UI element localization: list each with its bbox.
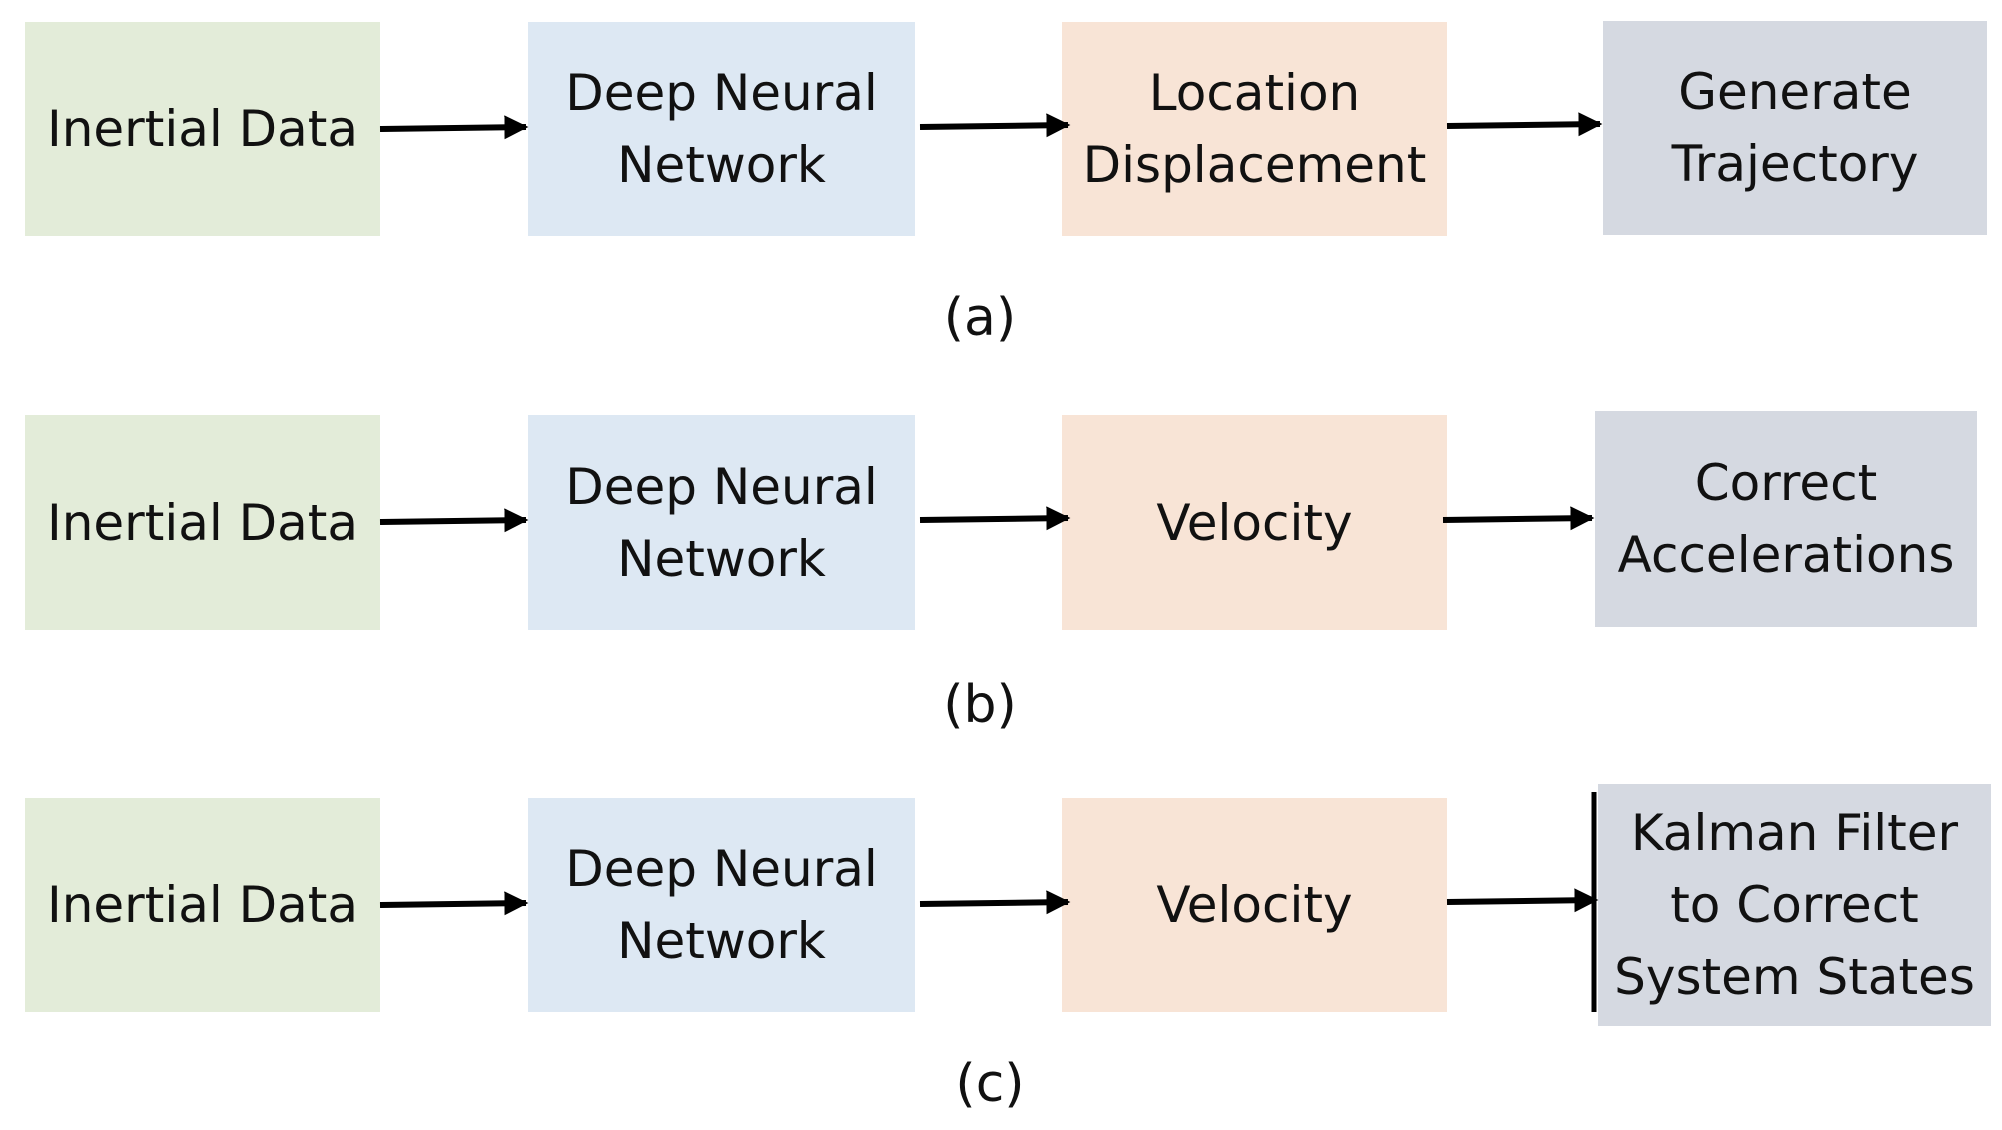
row-b-velocity-box: Velocity: [1062, 415, 1447, 630]
row-c-arrow-2: [919, 890, 1071, 915]
row-a-arrow-3: [1446, 112, 1603, 137]
row-c-velocity-box: Velocity: [1062, 798, 1447, 1012]
row-c-arrow-3: [1446, 888, 1599, 913]
row-a-arrow-2: [919, 113, 1071, 138]
row-a-arrow-1: [379, 115, 529, 140]
row-c-caption: (c): [955, 1054, 1025, 1114]
row-b-arrow-1: [379, 508, 529, 533]
row-a-generate-trajectory-box: Generate Trajectory: [1603, 21, 1987, 235]
row-c-inertial-data-box: Inertial Data: [25, 798, 380, 1012]
row-a-caption: (a): [943, 288, 1017, 348]
row-a-location-displacement-box: Location Displacement: [1062, 22, 1447, 236]
row-b-arrow-3: [1442, 506, 1595, 531]
row-b-deep-neural-network-box: Deep Neural Network: [528, 415, 915, 630]
row-c-arrow-1: [379, 891, 529, 916]
row-b-arrow-2: [919, 506, 1071, 531]
row-b-caption: (b): [943, 675, 1017, 735]
row-a-inertial-data-box: Inertial Data: [25, 22, 380, 236]
row-b-inertial-data-box: Inertial Data: [25, 415, 380, 630]
row-c-kalman-filter-box: Kalman Filter to Correct System States: [1598, 784, 1991, 1026]
row-b-correct-accelerations-box: Correct Accelerations: [1595, 411, 1977, 627]
row-c-deep-neural-network-box: Deep Neural Network: [528, 798, 915, 1012]
row-a-deep-neural-network-box: Deep Neural Network: [528, 22, 915, 236]
